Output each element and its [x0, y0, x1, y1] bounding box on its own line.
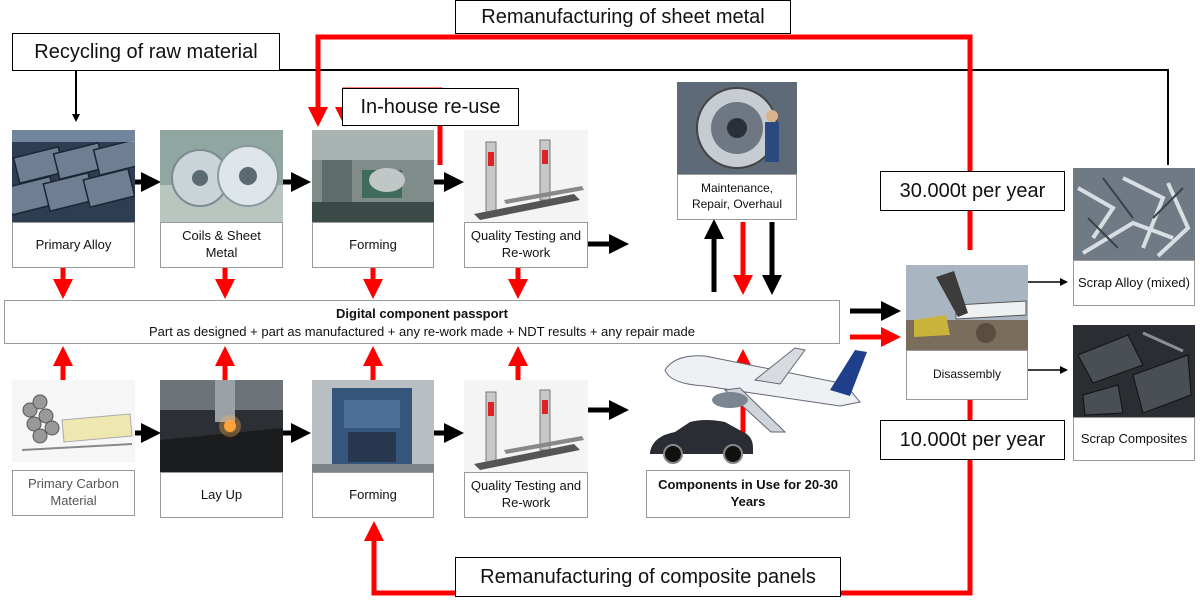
scrap-composites-photo	[1073, 325, 1195, 417]
components-in-use-label: Components in Use for 20-30 Years	[646, 470, 850, 518]
disassembly-label: Disassembly	[906, 350, 1028, 400]
quality-bottom-label: Quality Testing and Re-work	[464, 472, 588, 518]
components-in-use-photo	[645, 340, 875, 470]
disassembly-photo	[906, 265, 1028, 350]
quality-bottom-photo	[464, 380, 588, 472]
passport-subtitle: Part as designed + part as manufactured …	[148, 324, 696, 339]
forming-bottom-photo	[312, 380, 434, 472]
primary-carbon-photo	[12, 380, 135, 462]
coils-photo	[160, 130, 283, 222]
forming-bottom-label: Forming	[312, 472, 434, 518]
passport-title: Digital component passport	[336, 306, 508, 321]
per-year-top-label: 30.000t per year	[880, 171, 1065, 211]
layup-photo	[160, 380, 283, 472]
scrap-alloy-label: Scrap Alloy (mixed)	[1073, 260, 1195, 306]
primary-alloy-label: Primary Alloy	[12, 222, 135, 268]
quality-top-photo	[464, 130, 588, 222]
primary-carbon-label: Primary Carbon Material	[12, 470, 135, 516]
primary-alloy-photo	[12, 130, 135, 222]
sheet-remanufacturing-loop	[308, 34, 973, 250]
forming-top-label: Forming	[312, 222, 434, 268]
inhouse-reuse-title: In-house re-use	[342, 88, 519, 126]
digital-component-passport: Digital component passport Part as desig…	[4, 300, 840, 344]
quality-top-label: Quality Testing and Re-work	[464, 222, 588, 268]
remanufacturing-composite-title: Remanufacturing of composite panels	[455, 557, 841, 597]
coils-sheet-label: Coils & Sheet Metal	[160, 222, 283, 268]
maintenance-label: Maintenance, Repair, Overhaul	[677, 174, 797, 220]
recycling-loop-line	[72, 69, 1169, 165]
scrap-alloy-photo	[1073, 168, 1195, 260]
layup-label: Lay Up	[160, 472, 283, 518]
scrap-composites-label: Scrap Composites	[1073, 417, 1195, 461]
remanufacturing-sheet-title: Remanufacturing of sheet metal	[455, 0, 791, 34]
maintenance-photo	[677, 82, 797, 174]
forming-top-photo	[312, 130, 434, 222]
per-year-bottom-label: 10.000t per year	[880, 420, 1065, 460]
recycling-raw-title: Recycling of raw material	[12, 33, 280, 71]
